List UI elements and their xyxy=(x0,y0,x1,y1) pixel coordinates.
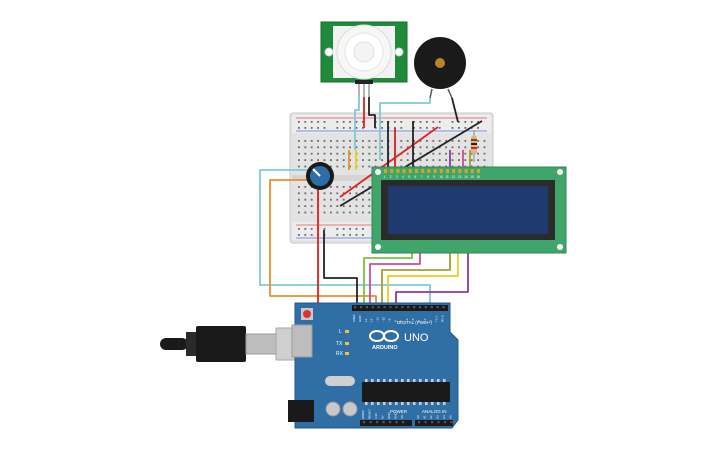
lcd-pin-number: 5 xyxy=(408,175,410,179)
wire-pink-lcd xyxy=(369,250,421,305)
pin-label: ~5 xyxy=(411,318,415,322)
pin-label: ~6 xyxy=(405,318,409,322)
pin-label: A1 xyxy=(423,415,427,419)
pin-label: A2 xyxy=(429,415,433,419)
lcd-pin-number: 8 xyxy=(427,175,429,179)
lcd-pin-number: 3 xyxy=(396,175,398,179)
wire-black-gnd xyxy=(323,230,358,305)
pin-label: Vin xyxy=(400,414,404,419)
resistor-icon[interactable] xyxy=(471,130,477,162)
wire-buzzer-black xyxy=(451,97,459,123)
potentiometer-icon[interactable] xyxy=(306,162,334,190)
lcd-pin-number: 1 xyxy=(384,175,386,179)
lcd-pin-number: 12 xyxy=(452,175,456,179)
pin-label: 8 xyxy=(393,320,397,322)
pin-label: 13 xyxy=(364,318,368,322)
pin-label: RX 0 xyxy=(441,315,445,322)
pin-label: GND xyxy=(394,412,398,420)
lcd-pin-number: 13 xyxy=(458,175,462,179)
lcd-pin-number: 2 xyxy=(390,175,392,179)
pin-label: RESET xyxy=(368,409,372,419)
pin-label: A3 xyxy=(436,415,440,419)
analog-label: ANALOG IN xyxy=(422,409,447,414)
pin-label: 5V xyxy=(381,415,385,419)
arduino-uno-icon[interactable]: L TX RX ARDUINO UNO DIGITAL (PWM~) POWER… xyxy=(288,302,459,429)
lcd-pin-number: 16 xyxy=(477,175,481,179)
led-tx-label: TX xyxy=(336,341,343,347)
lcd-pin-number: 10 xyxy=(439,175,443,179)
lcd-pin-number: 7 xyxy=(421,175,423,179)
wire-orange-to-arduino xyxy=(269,179,377,305)
pin-label: TX 1 xyxy=(435,315,439,322)
power-label: POWER xyxy=(390,409,408,414)
lcd-pin-number: 11 xyxy=(446,175,450,179)
digital-label: DIGITAL (PWM~) xyxy=(397,320,432,325)
pin-label: 12 xyxy=(370,318,374,322)
piezo-buzzer-icon[interactable] xyxy=(414,37,466,99)
wire-green-lcd xyxy=(363,250,413,305)
lcd-pin-number: 4 xyxy=(402,175,404,179)
pin-label: ~9 xyxy=(387,318,391,322)
pin-label: GND xyxy=(387,412,391,420)
pin-label: A4 xyxy=(442,415,446,419)
pin-label: AREF xyxy=(352,314,356,322)
wire-yellow-lcd xyxy=(387,250,459,305)
led-rx-label: RX xyxy=(336,351,344,357)
wire-bb-black-1 xyxy=(339,120,483,207)
led-l-label: L xyxy=(339,329,342,335)
pir-motion-sensor-icon[interactable] xyxy=(320,21,408,97)
pin-label: IOREF xyxy=(361,410,365,419)
usb-cable-icon[interactable] xyxy=(160,326,297,362)
arduino-logo-icon xyxy=(369,330,399,342)
pin-label: ~10 xyxy=(382,317,386,322)
wire-purple-lcd xyxy=(395,250,469,305)
wire-pir-black xyxy=(368,97,376,128)
reset-button xyxy=(303,310,311,318)
pin-label: 3.3V xyxy=(374,413,378,419)
pin-label: GND xyxy=(358,315,362,323)
wire-olive-lcd xyxy=(381,250,451,305)
wire-bb-red-1 xyxy=(339,126,439,198)
lcd-screen xyxy=(388,186,548,234)
pin-label: A5 xyxy=(449,415,453,419)
pin-label: 7 xyxy=(399,320,403,322)
wire-pir-cyan xyxy=(354,97,360,150)
brand-label: ARDUINO xyxy=(372,345,398,351)
pin-label: ~3 xyxy=(423,318,427,322)
lcd-pin-number: 14 xyxy=(464,175,468,179)
pin-label: 2 xyxy=(429,320,433,322)
lcd-pin-number: 15 xyxy=(470,175,474,179)
wires xyxy=(259,97,483,422)
lcd-pin-number: 6 xyxy=(415,175,417,179)
pin-label: ~11 xyxy=(376,317,380,322)
atmega-chip xyxy=(362,382,450,402)
wire-buzzer-cyan xyxy=(379,98,431,160)
model-label: UNO xyxy=(404,332,429,344)
lcd-pin-number: 9 xyxy=(433,175,435,179)
pin-label: A0 xyxy=(416,415,420,419)
pin-label: 4 xyxy=(417,320,421,322)
